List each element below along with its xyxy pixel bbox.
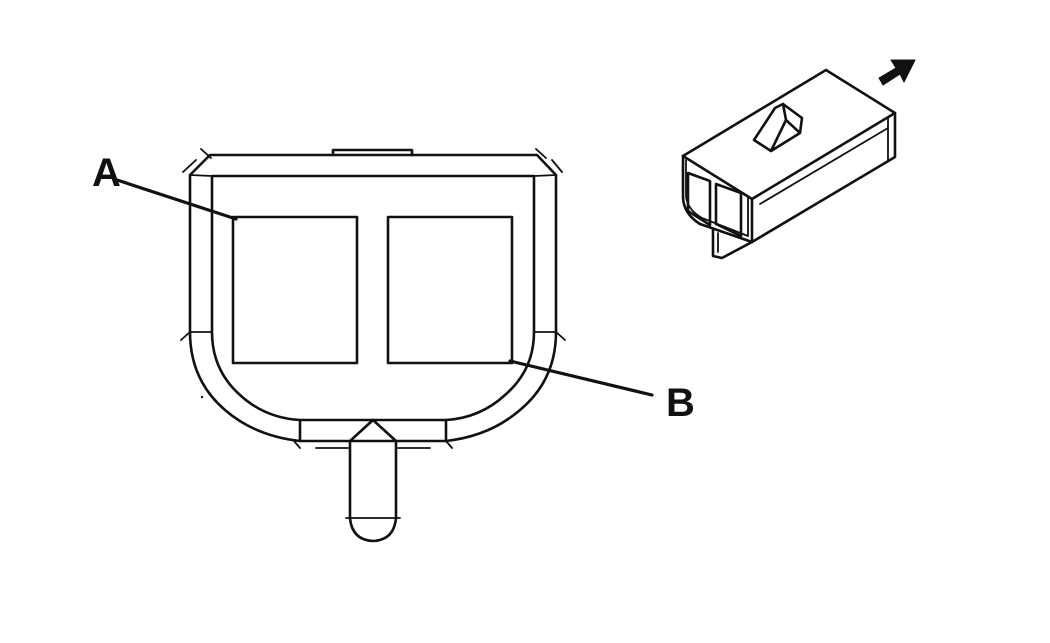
terminal-cavity-a <box>231 215 359 365</box>
iso-top-face <box>681 68 897 201</box>
top-latch-ridge <box>331 148 414 157</box>
iso-front-cavity-1 <box>686 171 712 227</box>
locking-tab <box>348 439 398 543</box>
iso-front-face <box>681 154 754 244</box>
connector-isometric-view <box>681 68 897 260</box>
connector-front-view <box>180 148 566 543</box>
corner-ticks <box>180 148 566 341</box>
connector-inner-outline <box>210 174 536 422</box>
iso-bottom-tab <box>711 228 754 260</box>
arrow-right-up-icon <box>878 59 916 86</box>
callout-label-b: B <box>666 381 695 425</box>
iso-right-face <box>750 111 897 244</box>
iso-front-face-inner <box>685 159 749 237</box>
bottom-key-flanges <box>293 440 453 449</box>
leader-line-b <box>508 359 654 397</box>
leader-line-a <box>115 178 238 221</box>
iso-front-cavity-2 <box>714 182 743 238</box>
terminal-cavity-b <box>386 215 514 365</box>
iso-latch <box>752 102 804 153</box>
iso-right-face-inner <box>759 117 889 205</box>
bottom-key-notch <box>298 418 448 443</box>
stray-dot <box>200 395 204 399</box>
callout-label-a: A <box>92 151 121 195</box>
